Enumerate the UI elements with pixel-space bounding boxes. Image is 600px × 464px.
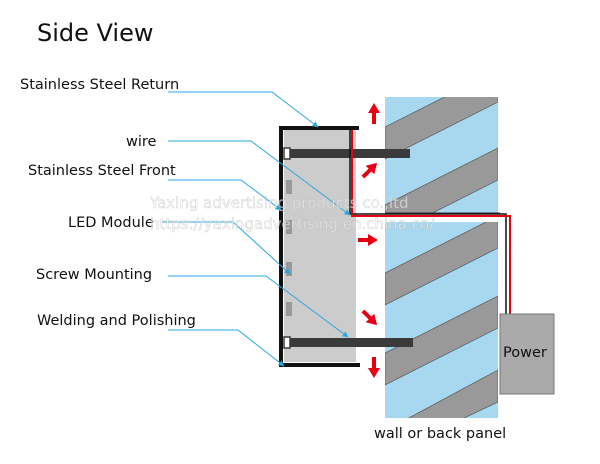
arrow-right-icon (358, 234, 378, 246)
led-module-body (284, 130, 356, 362)
label-stainless-steel-front: Stainless Steel Front (28, 163, 176, 179)
leader-front (168, 179, 282, 211)
arrow-diagonal-down-icon (361, 309, 378, 326)
diagram-title: Side View (37, 19, 153, 47)
wall-hatch-top (385, 97, 498, 213)
wall-bottom-section (385, 222, 498, 418)
label-welding-polishing: Welding and Polishing (37, 313, 196, 329)
wall-top-section (385, 97, 500, 214)
leader-led (162, 221, 291, 275)
watermark-line-2: https://yaxingadvertising.en.china.cn/ (150, 215, 435, 233)
wall-hatch-bottom (385, 222, 498, 418)
label-screw-mounting: Screw Mounting (36, 267, 152, 283)
arrow-down-icon (368, 357, 380, 378)
wire (349, 130, 511, 316)
screw-bottom (283, 336, 413, 349)
label-wire: wire (126, 134, 157, 150)
arrow-up-icon (368, 103, 380, 124)
power-label: Power (503, 345, 547, 361)
light-arrows (358, 103, 380, 378)
label-led-module: LED Module (68, 215, 154, 231)
label-wall-back-panel: wall or back panel (374, 426, 506, 442)
watermark-line-1: Yaxing advertising products co.,ltd (149, 194, 409, 212)
stainless-steel-frame (279, 126, 360, 367)
leader-screw (168, 275, 349, 338)
leader-welding (168, 329, 285, 367)
label-stainless-steel-return: Stainless Steel Return (20, 77, 179, 93)
leader-wire (168, 140, 351, 216)
screw-top (283, 147, 410, 160)
leader-return (168, 91, 319, 128)
power-supply-box: Power (499, 313, 555, 395)
arrow-diagonal-up-icon (361, 162, 378, 179)
leader-lines (162, 91, 351, 367)
